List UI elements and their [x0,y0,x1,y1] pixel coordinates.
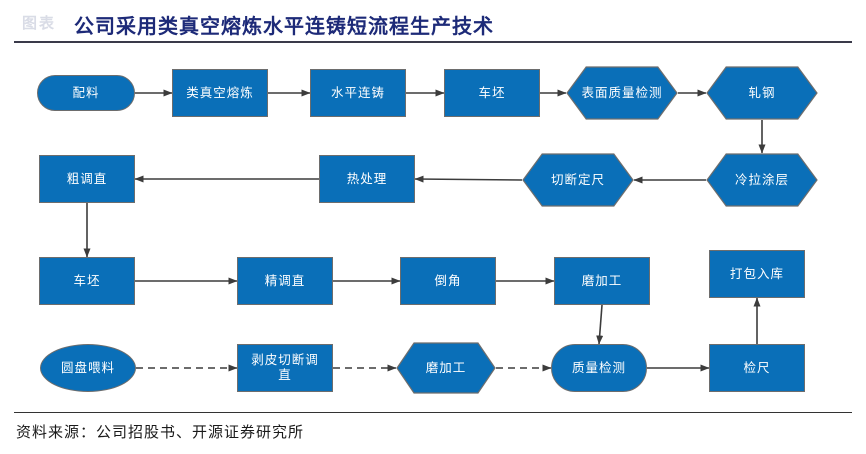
flow-node-label: 磨加工 [425,360,467,375]
footer-divider [14,412,852,413]
flow-node-label: 打包入库 [729,266,784,281]
flow-node-label: 类真空熔炼 [186,85,254,100]
flow-node-n15[interactable]: 打包入库 [709,250,805,298]
flow-node-label: 精调直 [264,273,306,288]
flow-node-label: 质量检测 [571,360,626,375]
flow-node-label: 切断定尺 [550,172,605,187]
flow-edge-n14-to-n19 [596,304,604,345]
title-divider [14,41,852,43]
flow-node-label: 轧钢 [748,85,776,100]
watermark-logo: 图表 [22,16,57,32]
flow-node-label: 倒角 [434,273,462,288]
flow-node-n14[interactable]: 磨加工 [554,257,650,305]
flow-node-label: 水平连铸 [330,85,385,100]
flow-node-label: 表面质量检测 [581,85,663,100]
process-flowchart: 配料类真空熔炼水平连铸车坯表面质量检测轧钢冷拉涂层切断定尺热处理粗调直车坯精调直… [0,48,866,410]
flow-node-label: 磨加工 [581,273,623,288]
flow-node-n11[interactable]: 车坯 [39,257,135,305]
flow-node-n8[interactable]: 切断定尺 [522,153,634,207]
flow-node-n3[interactable]: 水平连铸 [310,69,406,117]
flow-node-label: 冷拉涂层 [734,172,789,187]
flow-node-n12[interactable]: 精调直 [237,257,333,305]
flow-edge-n8-to-n9 [414,175,523,183]
flow-node-n1[interactable]: 配料 [37,75,135,111]
flow-node-n20[interactable]: 检尺 [709,344,805,392]
flow-node-label: 配料 [72,85,100,100]
flow-node-n17[interactable]: 剥皮切断调直 [237,344,333,392]
hexagon-shape [522,153,634,207]
flowchart-edges [83,89,766,372]
flow-node-n16[interactable]: 圆盘喂料 [40,344,136,392]
hexagon-shape [396,342,496,394]
flow-node-label: 车坯 [478,85,506,100]
flow-node-label: 车坯 [73,273,101,288]
flow-node-n9[interactable]: 热处理 [319,155,415,203]
flow-node-n2[interactable]: 类真空熔炼 [172,69,268,117]
hexagon-shape [706,66,818,120]
page-title: 公司采用类真空熔炼水平连铸短流程生产技术 [74,16,494,38]
flow-node-n13[interactable]: 倒角 [400,257,496,305]
flow-node-label: 圆盘喂料 [60,360,115,375]
flow-node-n10[interactable]: 粗调直 [39,155,135,203]
flow-node-label: 热处理 [346,171,388,186]
hexagon-shape [706,153,818,207]
source-note: 资料来源：公司招股书、开源证券研究所 [16,425,305,441]
flow-node-n19[interactable]: 质量检测 [551,344,647,392]
flow-node-n6[interactable]: 轧钢 [706,66,818,120]
flow-node-n5[interactable]: 表面质量检测 [566,66,678,120]
flow-node-n4[interactable]: 车坯 [444,69,540,117]
flow-node-label: 粗调直 [66,171,108,186]
hexagon-shape [566,66,678,120]
flow-node-n18[interactable]: 磨加工 [396,342,496,394]
flow-node-label: 剥皮切断调直 [251,353,319,382]
flow-node-label: 检尺 [743,360,771,375]
flow-node-n7[interactable]: 冷拉涂层 [706,153,818,207]
